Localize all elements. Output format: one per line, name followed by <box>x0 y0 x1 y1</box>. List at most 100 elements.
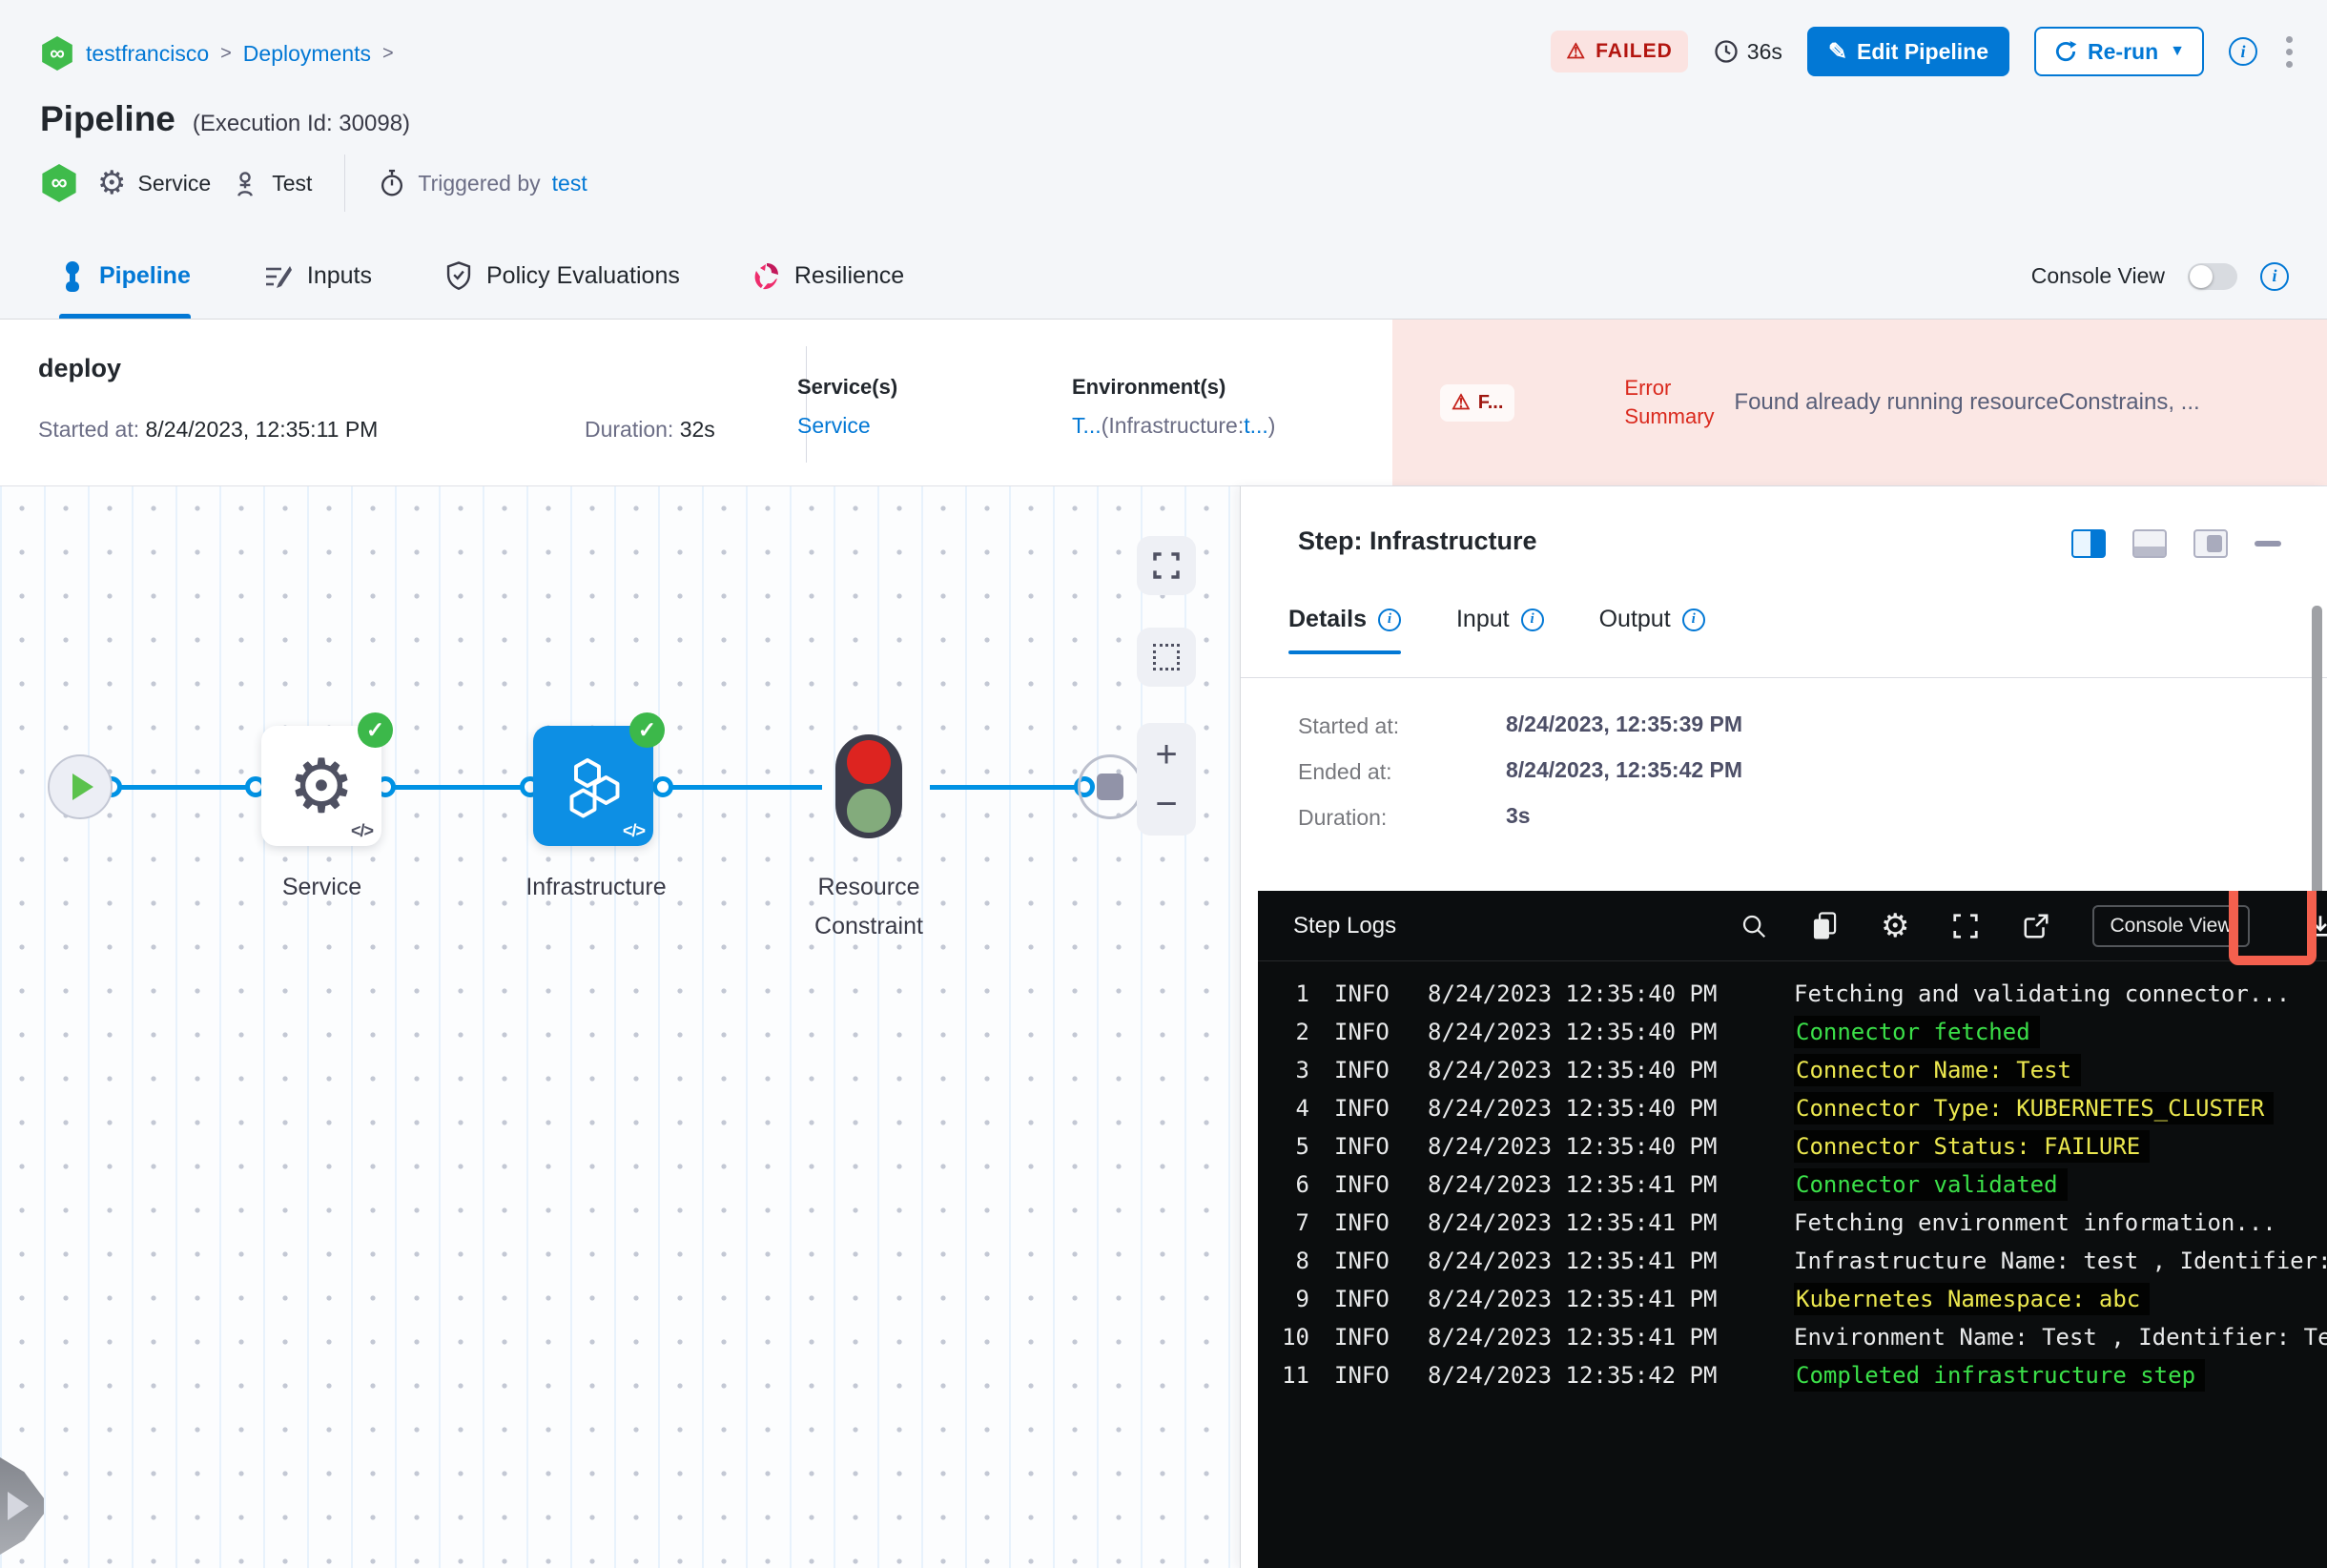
error-badge-label: F... <box>1477 391 1504 413</box>
log-line-number: 8 <box>1295 1248 1309 1274</box>
gear-icon: ⚙ <box>288 744 355 828</box>
tab-bar: Pipeline Inputs Policy Evaluations <box>0 234 2327 320</box>
copy-icon[interactable] <box>1810 911 1839 941</box>
log-line-level: INFO <box>1334 1286 1390 1312</box>
status-badge: ⚠ FAILED <box>1551 31 1688 72</box>
node-label-resource-constraint: Resource Constraint <box>814 874 923 940</box>
triggered-by-user[interactable]: test <box>551 170 587 196</box>
split-horizontal-layout-icon[interactable] <box>2132 529 2167 558</box>
pipeline-icon <box>59 260 86 293</box>
top-header: ∞ testfrancisco > Deployments > Pipeline… <box>0 0 2327 234</box>
tab-pipeline[interactable]: Pipeline <box>59 234 191 319</box>
info-icon[interactable]: i <box>1377 608 1401 631</box>
split-vertical-layout-icon[interactable] <box>2071 529 2106 558</box>
log-line-time: 8/24/2023 12:35:41 PM <box>1428 1286 1718 1312</box>
elapsed-time: 36s <box>1713 38 1782 65</box>
tab-details[interactable]: Details i <box>1288 606 1401 654</box>
scrollbar-thumb[interactable] <box>2312 606 2322 1001</box>
log-line-time: 8/24/2023 12:35:40 PM <box>1428 1019 1718 1045</box>
stage-started-label: Started at: <box>38 417 140 442</box>
service-step-node[interactable]: ⚙ ✓ </> <box>261 712 393 846</box>
warning-icon: ⚠ <box>1452 390 1471 414</box>
pencil-icon: ✎ <box>1827 38 1847 65</box>
red-light-icon <box>847 739 891 784</box>
rerun-button[interactable]: Re-run ▼ <box>2034 27 2204 76</box>
tab-resilience[interactable]: Resilience <box>752 234 904 319</box>
log-settings-icon[interactable]: ⚙ <box>1881 908 1910 944</box>
environment-link[interactable]: T... <box>1072 413 1102 438</box>
log-line-number: 6 <box>1295 1171 1309 1198</box>
environments-column: Environment(s) T...(Infrastructure:t...) <box>1072 375 1275 439</box>
node-label-service: Service <box>281 874 362 900</box>
console-view-button[interactable]: Console View <box>2092 905 2250 947</box>
tab-inputs[interactable]: Inputs <box>263 234 372 319</box>
info-icon[interactable]: i <box>2229 37 2257 66</box>
entity-row: ∞ ⚙ Service Test Tri <box>40 155 587 212</box>
step-logs-toolbar: ⚙ Console View <box>1740 891 2327 961</box>
tab-output[interactable]: Output i <box>1599 606 1705 654</box>
log-line-message: Connector Name: Test <box>1794 1054 2081 1086</box>
side-panel-layout-icon[interactable] <box>2193 529 2228 558</box>
zoom-in-button[interactable]: + <box>1155 732 1178 775</box>
expand-panel-handle[interactable] <box>0 1457 44 1555</box>
detail-started-label: Started at: <box>1298 713 1400 738</box>
person-icon <box>230 168 260 198</box>
edge <box>385 785 530 790</box>
environment-infra-text: (Infrastructure: <box>1101 413 1245 438</box>
log-line-message: Environment Name: Test , Identifier: Te <box>1794 1324 2327 1351</box>
search-icon[interactable] <box>1740 912 1768 940</box>
step-panel-title: Step: Infrastructure <box>1298 526 1537 555</box>
detail-ended-label: Ended at: <box>1298 759 1392 784</box>
divider <box>1241 677 2327 678</box>
chevron-down-icon: ▼ <box>2170 43 2185 59</box>
log-line-level: INFO <box>1334 1171 1390 1198</box>
fit-to-screen-button[interactable] <box>1137 536 1196 595</box>
step-logs-title: Step Logs <box>1293 912 1397 939</box>
info-icon[interactable]: i <box>1681 608 1705 631</box>
info-icon[interactable]: i <box>1520 608 1544 631</box>
end-node[interactable] <box>1078 754 1143 819</box>
green-light-icon <box>847 789 891 834</box>
console-view-label: Console View <box>2030 263 2165 288</box>
log-line-message: Connector Type: KUBERNETES_CLUSTER <box>1794 1092 2275 1124</box>
triggered-by-label: Triggered by <box>418 170 541 196</box>
log-line-message: Kubernetes Namespace: abc <box>1794 1283 2151 1315</box>
tab-policy-evaluations[interactable]: Policy Evaluations <box>444 234 680 319</box>
infrastructure-link[interactable]: t... <box>1244 413 1268 438</box>
fullscreen-icon[interactable] <box>1951 912 1980 940</box>
log-line-message: Connector Status: FAILURE <box>1794 1130 2151 1163</box>
console-view-toggle[interactable] <box>2188 262 2237 290</box>
start-node[interactable] <box>48 754 113 819</box>
open-in-new-icon[interactable] <box>2022 912 2050 940</box>
minimize-panel-icon[interactable] <box>2255 541 2281 547</box>
refresh-icon <box>2053 39 2078 64</box>
zoom-out-button[interactable]: − <box>1155 783 1178 826</box>
detail-duration-value: 3s <box>1506 803 1531 828</box>
console-view-control: Console View i <box>2031 234 2289 319</box>
resource-constraint-node[interactable] <box>835 734 902 838</box>
breadcrumb-deployments[interactable]: Deployments <box>242 40 372 66</box>
tab-output-label: Output <box>1598 606 1671 632</box>
service-entity[interactable]: ⚙ Service <box>97 167 211 199</box>
environment-entity[interactable]: Test <box>230 168 312 198</box>
edge <box>663 785 822 790</box>
breadcrumb-project[interactable]: testfrancisco <box>86 40 210 66</box>
log-line-time: 8/24/2023 12:35:40 PM <box>1428 1095 1718 1122</box>
stage-name[interactable]: deploy <box>38 354 122 382</box>
more-options-menu[interactable] <box>2282 32 2296 72</box>
pipeline-graph-canvas[interactable]: ⚙ ✓ </> ✓ </> Service I <box>0 486 1240 1568</box>
info-icon[interactable]: i <box>2260 261 2289 291</box>
tab-input[interactable]: Input i <box>1456 606 1544 654</box>
service-link[interactable]: Service <box>797 413 871 438</box>
marquee-select-button[interactable] <box>1137 628 1196 687</box>
log-line-number: 1 <box>1295 980 1309 1007</box>
edit-pipeline-button[interactable]: ✎ Edit Pipeline <box>1806 27 2010 76</box>
infrastructure-step-node[interactable]: ✓ </> <box>533 712 665 846</box>
step-logs-header: Step Logs ⚙ <box>1258 891 2327 965</box>
